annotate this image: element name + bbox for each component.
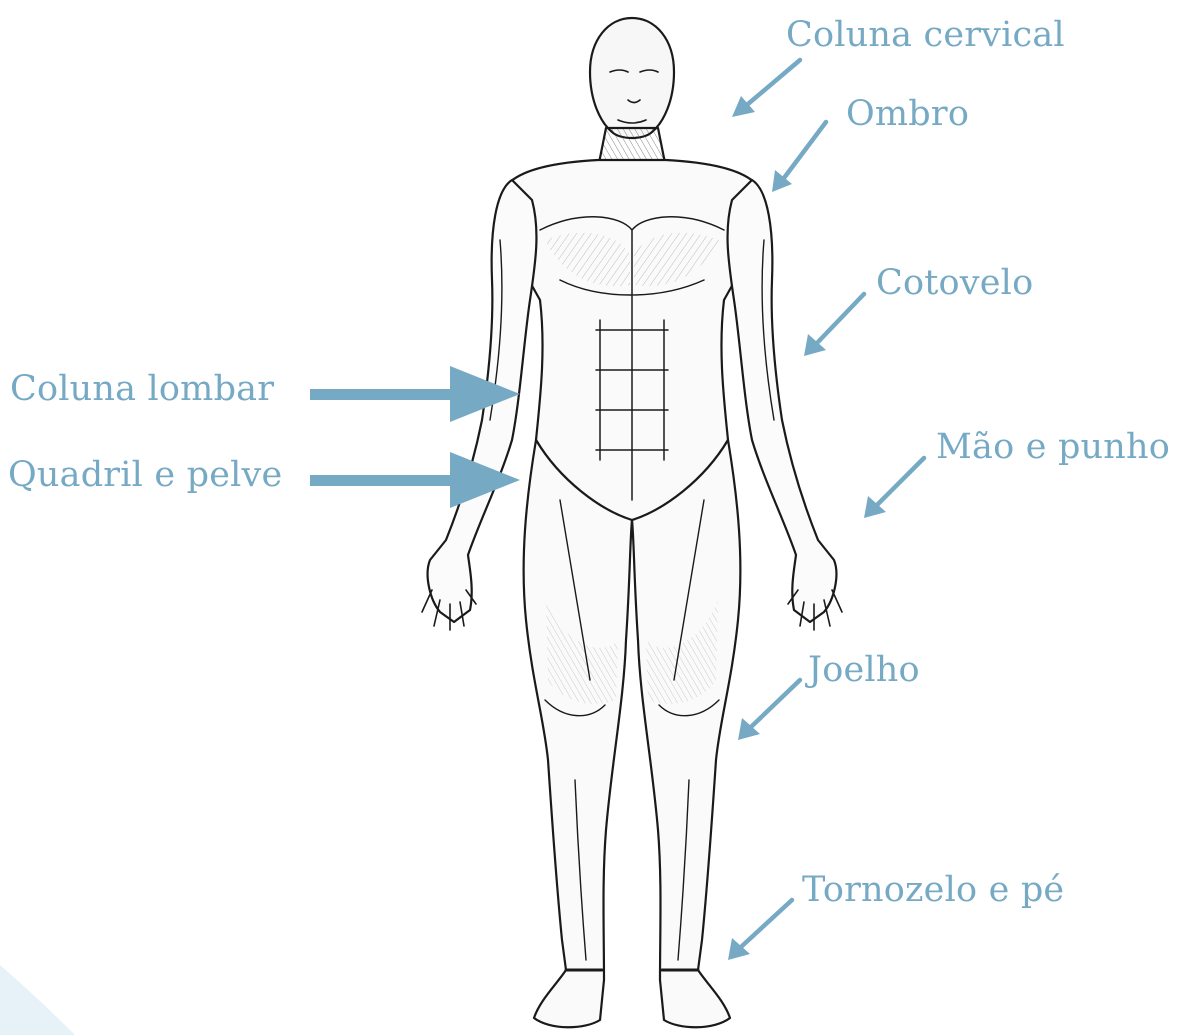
label-ombro: Ombro <box>846 97 969 132</box>
arrow-ombro <box>772 122 826 192</box>
left-arm <box>728 180 837 622</box>
arrow-cotovelo <box>804 294 864 356</box>
label-coluna-cervical: Coluna cervical <box>786 18 1065 53</box>
label-joelho: Joelho <box>808 653 920 688</box>
corner-wave-decoration <box>0 965 75 1035</box>
label-quadril-pelve: Quadril e pelve <box>8 458 282 493</box>
arrow-tornozelo-pe <box>728 900 792 960</box>
head <box>590 18 674 138</box>
left-leg <box>632 440 740 1027</box>
right-leg <box>524 440 632 1027</box>
arrow-mao-punho <box>864 458 924 518</box>
label-tornozelo-pe: Tornozelo e pé <box>802 873 1064 908</box>
muscle-figure-illustration <box>422 18 842 1027</box>
label-mao-punho: Mão e punho <box>936 430 1170 465</box>
arrow-joelho <box>738 680 800 740</box>
arrow-coluna-cervical <box>732 60 800 117</box>
label-cotovelo: Cotovelo <box>876 266 1033 301</box>
label-coluna-lombar: Coluna lombar <box>10 372 274 407</box>
